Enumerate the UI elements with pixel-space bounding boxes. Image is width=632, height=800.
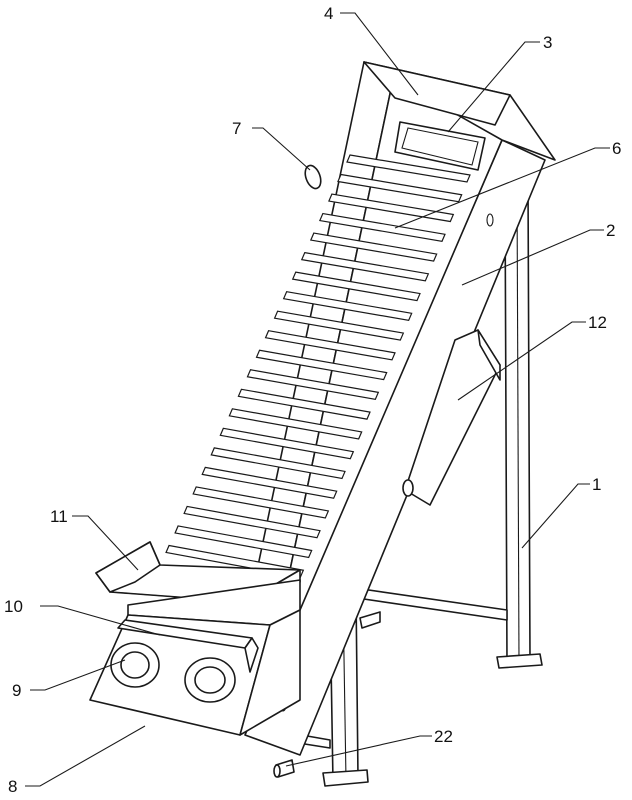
label-1: 1 bbox=[592, 475, 601, 494]
label-7: 7 bbox=[232, 119, 241, 138]
label-22: 22 bbox=[434, 727, 453, 746]
label-10: 10 bbox=[4, 597, 23, 616]
label-6: 6 bbox=[612, 139, 621, 158]
lower-box bbox=[90, 580, 300, 735]
top-drive-wheel bbox=[302, 163, 323, 190]
label-2: 2 bbox=[606, 221, 615, 240]
outlet-pipe bbox=[274, 760, 294, 777]
label-8: 8 bbox=[8, 777, 17, 796]
label-3: 3 bbox=[543, 33, 552, 52]
label-11: 11 bbox=[50, 507, 68, 526]
label-4: 4 bbox=[324, 4, 333, 23]
label-12: 12 bbox=[588, 313, 607, 332]
label-9: 9 bbox=[12, 681, 21, 700]
